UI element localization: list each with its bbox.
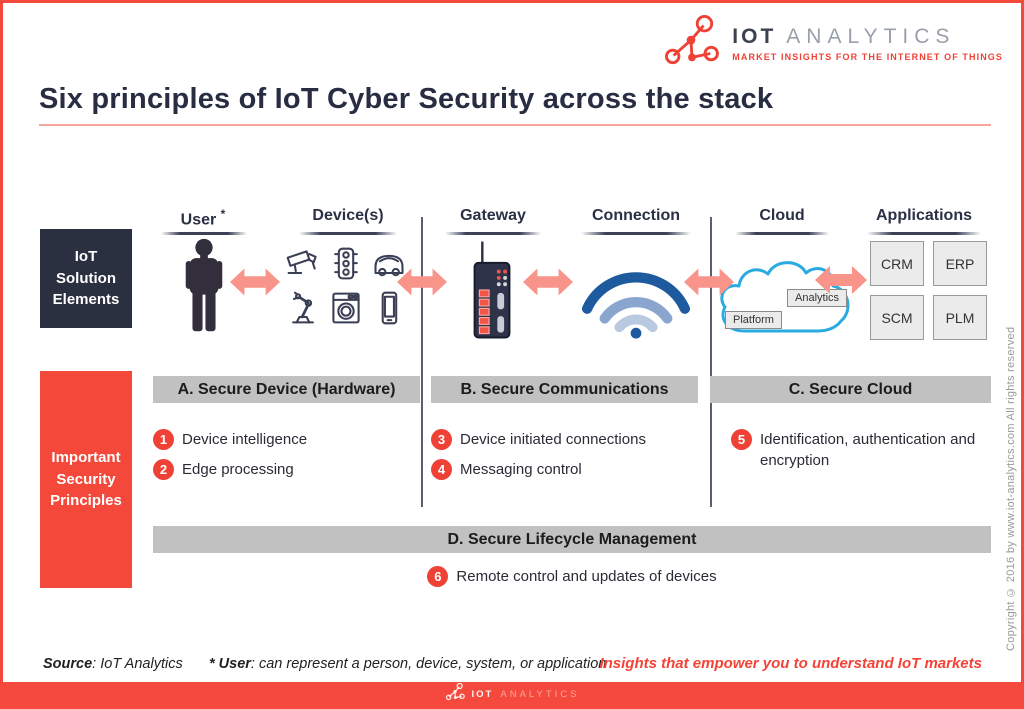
app-box-plm: PLM: [933, 295, 987, 340]
brand-tagline: MARKET INSIGHTS FOR THE INTERNET OF THIN…: [732, 52, 1003, 62]
important-security-principles-label: Important Security Principles: [40, 371, 132, 588]
principle-number-badge: 4: [431, 459, 452, 480]
column-header-cloud: Cloud: [759, 207, 805, 224]
molecule-logo-icon-small: [445, 682, 465, 706]
security-camera-icon: [285, 246, 321, 284]
car-icon: [371, 246, 407, 284]
brand-name-bold: IOT: [732, 25, 777, 48]
source-note: Source: IoT Analytics: [43, 656, 183, 672]
bidirectional-arrow-icon: [684, 265, 734, 304]
principle-number-badge: 6: [427, 566, 449, 587]
brand-name-light: ANALYTICS: [786, 25, 956, 48]
header-underline: [867, 232, 981, 235]
section-bar-b: B. Secure Communications: [431, 376, 698, 403]
column-header-devices: Device(s): [312, 207, 384, 224]
principle-item-2: 2 Edge processing: [153, 459, 294, 480]
bidirectional-arrow-icon: [523, 265, 573, 304]
logo: IOT ANALYTICS MARKET INSIGHTS FOR THE IN…: [662, 14, 1003, 72]
principle-item-1: 1 Device intelligence: [153, 429, 307, 450]
header-underline: [735, 232, 829, 235]
column-header-user: User *: [180, 207, 226, 229]
header-underline: [445, 232, 541, 235]
wifi-icon: [579, 252, 693, 345]
principle-number-badge: 2: [153, 459, 174, 480]
robot-arm-icon: [285, 290, 321, 328]
column-header-connection: Connection: [592, 207, 680, 224]
app-box-erp: ERP: [933, 241, 987, 286]
column-header-applications: Applications: [875, 207, 972, 224]
washing-machine-icon: [328, 290, 364, 328]
smartphone-icon: [371, 290, 407, 328]
molecule-logo-icon: [662, 14, 720, 72]
iot-solution-elements-label: IoT Solution Elements: [40, 229, 132, 328]
section-bar-d: D. Secure Lifecycle Management: [153, 526, 991, 553]
app-box-scm: SCM: [870, 295, 924, 340]
principle-item-3: 3 Device initiated connections: [431, 429, 646, 450]
cloud-analytics-label: Analytics: [787, 289, 848, 307]
bidirectional-arrow-icon: [815, 261, 867, 304]
principle-number-badge: 5: [731, 429, 752, 450]
header-underline: [161, 232, 247, 235]
column-divider: [421, 217, 423, 507]
section-bar-a: A. Secure Device (Hardware): [153, 376, 420, 403]
principle-item-4: 4 Messaging control: [431, 459, 582, 480]
bidirectional-arrow-icon: [397, 265, 447, 304]
applications-grid: CRM ERP SCM PLM: [870, 241, 987, 340]
person-icon: [179, 236, 229, 341]
traffic-light-icon: [328, 246, 364, 284]
column-divider: [710, 217, 712, 507]
principle-item-6: 6 Remote control and updates of devices: [153, 566, 991, 587]
column-header-gateway: Gateway: [460, 207, 526, 224]
header-underline: [581, 232, 691, 235]
bidirectional-arrow-icon: [230, 265, 280, 304]
app-box-crm: CRM: [870, 241, 924, 286]
title-underline: [39, 124, 991, 126]
user-footnote-mark: *: [220, 207, 226, 221]
principle-number-badge: 1: [153, 429, 174, 450]
copyright-vertical-text: Copyright © 2016 by www.iot-analytics.co…: [1005, 326, 1017, 651]
device-icons-grid: [285, 246, 407, 328]
bottom-brand-light: ANALYTICS: [500, 688, 580, 700]
cloud-platform-label: Platform: [725, 311, 782, 329]
gateway-device-icon: [461, 239, 523, 346]
marketing-tagline: Insights that empower you to understand …: [599, 655, 982, 672]
bottom-brand-bold: IOT: [471, 688, 494, 700]
principle-item-5: 5 Identification, authentication and enc…: [731, 429, 986, 471]
section-bar-c: C. Secure Cloud: [710, 376, 991, 403]
bottom-brand-bar: IOT ANALYTICS: [3, 682, 1021, 706]
page-title: Six principles of IoT Cyber Security acr…: [39, 83, 774, 115]
user-footnote: * User: can represent a person, device, …: [209, 656, 607, 672]
header-underline: [299, 232, 397, 235]
principle-number-badge: 3: [431, 429, 452, 450]
